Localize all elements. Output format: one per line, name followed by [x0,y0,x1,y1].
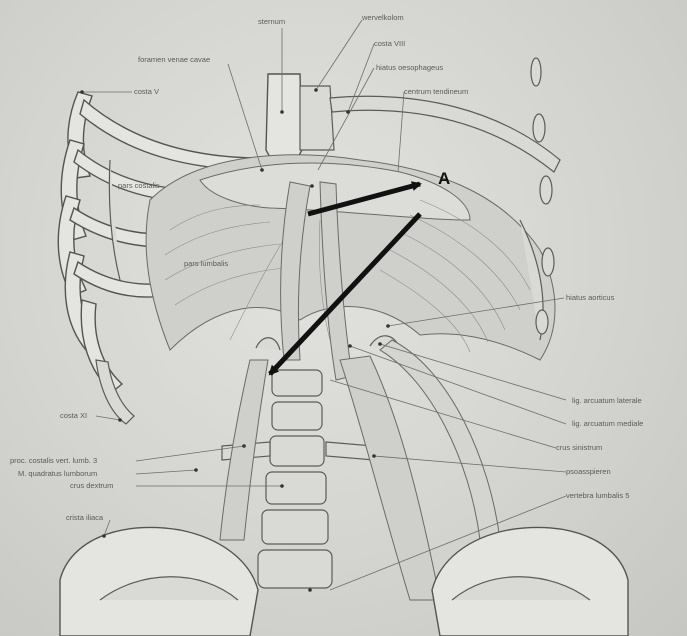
label-crus-sinistrum: crus sinistrum [556,443,602,452]
label-sternum: sternum [258,17,285,26]
label-costa-v: costa V [134,87,159,96]
marker-a: A [438,169,450,188]
label-wervelkolom: wervelkolom [361,13,404,22]
pelvis [60,527,628,636]
label-foramen-venae-cavae: foramen venae cavae [138,55,210,64]
label-hiatus-aorticus: hiatus aorticus [566,293,615,302]
label-lig-arcuatum-mediale: lig. arcuatum mediale [572,419,643,428]
label-centrum-tendineum: centrum tendineum [404,87,468,96]
sternum-shape [266,74,334,168]
label-psoasspieren: psoasspieren [566,467,611,476]
diaphragm [146,155,555,360]
label-vertebra-lumbalis: vertebra lumbalis 5 [566,491,629,500]
label-crista-iliaca: crista iliaca [66,513,104,522]
label-proc-costalis: proc. costalis vert. lumb. 3 [10,456,97,465]
label-hiatus-oesophageus: hiatus oesophageus [376,63,443,72]
label-m-quadratus: M. quadratus lumborum [18,469,97,478]
label-costa-viii: costa VIII [374,39,405,48]
label-costa-xi: costa XI [60,411,87,420]
label-pars-lumbalis: pars lumbalis [184,259,228,268]
label-pars-costalis: pars costalis [118,181,160,190]
label-crus-dextrum: crus dextrum [70,481,113,490]
label-lig-arcuatum-laterale: lig. arcuatum laterale [572,396,642,405]
